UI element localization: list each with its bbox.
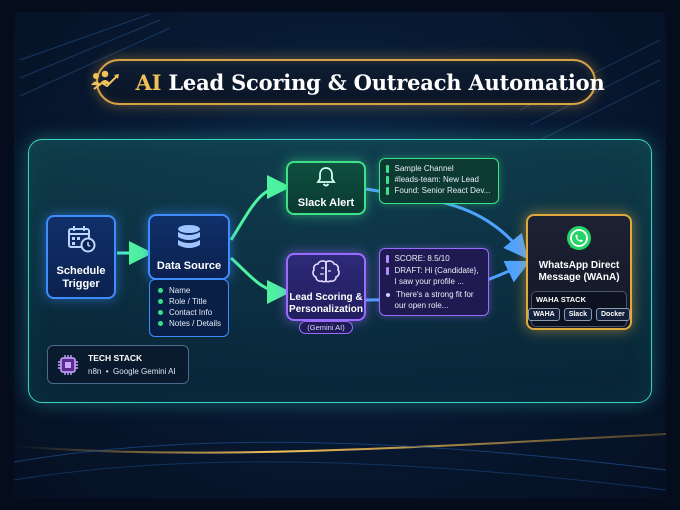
title-main: Lead Scoring & Outreach Automation [168,69,605,95]
page-title: AI Lead Scoring & Outreach Automation [136,70,605,95]
database-icon [176,224,202,257]
gemini-badge: (Gemini AI) [299,321,353,334]
list-item: Notes / Details [158,318,228,329]
score-message-card: SCORE: 8.5/10 DRAFT: Hi {Candidate}, I s… [379,248,489,316]
lead-scoring-node[interactable]: Lead Scoring & Personalization [286,253,366,321]
waha-stack-title: WAHA STACK [536,295,586,304]
whatsapp-label-1: WhatsApp Direct [538,260,620,271]
slack-alert-node[interactable]: Slack Alert [286,161,366,215]
bell-icon [315,166,337,193]
title-banner: AI Lead Scoring & Outreach Automation [90,59,605,105]
waha-stack-panel: WAHA STACK WAHA Slack Docker [528,291,630,327]
stack-chip-waha: WAHA [528,308,560,321]
growth-chart-icon [88,68,124,97]
message-line: There's a strong fit for [386,289,482,300]
whatsapp-icon [565,224,593,257]
message-line: our open role... [394,301,449,310]
message-line: I saw your profile ... [394,277,464,286]
tech-stack-title: TECH STACK [88,353,143,363]
list-item: Contact Info [158,307,228,318]
message-line: DRAFT: Hi {Candidate}, [386,265,482,276]
data-fields-list: Name Role / Title Contact Info Notes / D… [149,279,229,337]
tech-stack-items: n8n • Google Gemini AI [88,367,176,376]
tech-stack-panel: TECH STACK n8n • Google Gemini AI [47,345,189,384]
calendar-clock-icon [66,224,96,259]
list-item: Name [158,285,228,296]
slack-message-card: Sample Channel #leads-team: New Lead Fou… [379,158,499,204]
lead-scoring-label-1: Lead Scoring & [289,291,363,303]
stack-chip-slack: Slack [563,308,592,321]
title-accent: AI [135,69,162,95]
data-source-label: Data Source [156,260,222,272]
stack-chip-docker: Docker [595,308,630,321]
whatsapp-label-2: Message (WAnA) [538,272,620,283]
message-line: SCORE: 8.5/10 [386,253,482,264]
list-item: Role / Title [158,296,228,307]
schedule-label: Schedule Trigger [56,264,106,290]
message-line: #leads-team: New Lead [386,174,492,185]
lead-scoring-label-2: Personalization [289,303,363,315]
data-source-node[interactable]: Data Source [148,214,230,280]
slack-alert-label: Slack Alert [297,197,355,209]
whatsapp-node[interactable]: WhatsApp Direct Message (WAnA) WAHA STAC… [526,214,632,330]
message-line: Sample Channel [386,163,492,174]
message-line: Found: Senior React Dev... [386,185,492,196]
brain-icon [312,259,340,290]
chip-icon [57,354,79,381]
schedule-trigger-node[interactable]: Schedule Trigger [46,215,116,299]
